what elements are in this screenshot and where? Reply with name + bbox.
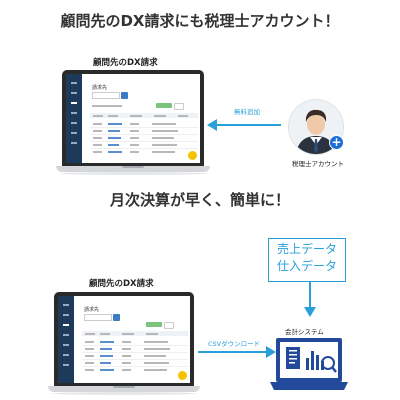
laptop-lid: 請求先 bbox=[54, 292, 194, 386]
screen-secondary-button bbox=[164, 322, 174, 329]
bottom-arrow bbox=[198, 346, 276, 358]
top-heading: 顧問先のDX請求にも税理士アカウント！ bbox=[60, 12, 340, 30]
magnifier-icon bbox=[321, 356, 337, 373]
laptop-base bbox=[48, 386, 200, 392]
top-laptop: 請求先 bbox=[56, 70, 210, 175]
laptop-shadow bbox=[52, 392, 196, 395]
screen-table-header bbox=[90, 113, 198, 118]
screen-title: 請求先 bbox=[92, 85, 108, 91]
top-laptop-caption: 顧問先のDX請求 bbox=[93, 58, 158, 68]
laptop-shadow bbox=[60, 172, 206, 175]
screen-add-button bbox=[156, 103, 172, 108]
data-box-line-purchases: 仕入データ bbox=[276, 259, 337, 273]
bottom-heading: 月次決算が早く、簡単に！ bbox=[109, 191, 290, 209]
screen-corner-button bbox=[188, 151, 197, 160]
laptop-lid: 請求先 bbox=[62, 70, 204, 166]
screen-add-button bbox=[146, 322, 162, 327]
app-screen: 請求先 bbox=[58, 296, 190, 383]
top-arrow-label: 無料追加 bbox=[234, 108, 260, 116]
laptop-notch bbox=[122, 166, 144, 168]
screen-search-field bbox=[92, 92, 120, 99]
avatar-label: 税理士アカウント bbox=[292, 160, 344, 168]
system-label: 会計システム bbox=[285, 328, 324, 336]
app-sidebar bbox=[58, 296, 74, 383]
accounting-laptop-icon bbox=[270, 338, 348, 390]
screen-title: 請求先 bbox=[84, 307, 100, 313]
screen-secondary-button bbox=[174, 103, 184, 110]
laptop-base bbox=[56, 166, 210, 172]
bottom-laptop-caption: 顧問先のDX請求 bbox=[89, 279, 154, 289]
screen-corner-button bbox=[178, 371, 187, 380]
bottom-arrow-label: CSVダウンロード bbox=[208, 340, 261, 348]
bottom-laptop: 請求先 bbox=[48, 292, 200, 395]
screen-search-button bbox=[113, 314, 120, 321]
screen-search-field bbox=[84, 314, 112, 321]
data-box: 売上データ 仕入データ bbox=[268, 238, 346, 282]
document-icon bbox=[286, 347, 300, 369]
down-arrow bbox=[304, 282, 316, 317]
screen-search-button bbox=[121, 92, 128, 99]
laptop-notch bbox=[113, 386, 135, 388]
top-arrow bbox=[207, 119, 281, 131]
screen-table-header bbox=[82, 331, 188, 336]
app-sidebar bbox=[66, 74, 82, 163]
app-screen: 請求先 bbox=[66, 74, 200, 163]
plus-icon: + bbox=[329, 135, 344, 150]
businessman-avatar-icon bbox=[289, 100, 343, 154]
data-box-line-sales: 売上データ bbox=[276, 242, 337, 256]
